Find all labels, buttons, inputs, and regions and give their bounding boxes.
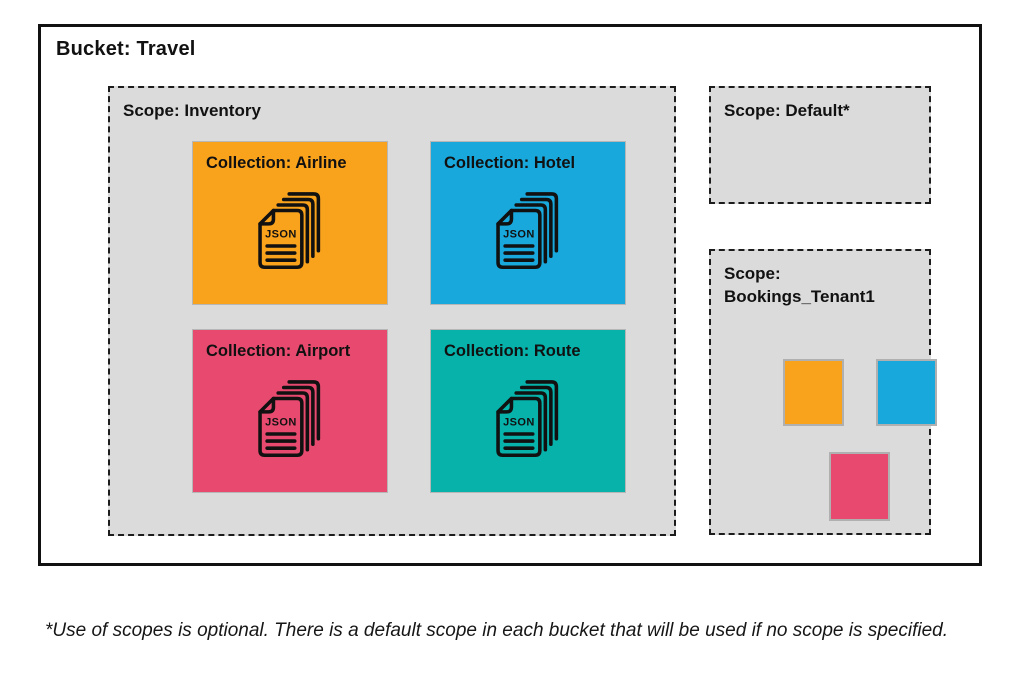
json-icon-label: JSON <box>503 416 535 428</box>
bucket-title: Bucket: Travel <box>56 38 196 60</box>
bookings-hotel-square <box>876 359 937 426</box>
collection-route-title: Collection: Route <box>444 342 581 360</box>
bucket-travel-box: Bucket: Travel Scope: Inventory Collecti… <box>38 24 982 566</box>
json-icon-label: JSON <box>503 228 535 240</box>
json-doc-icon: JSON <box>193 378 387 460</box>
scope-default-box: Scope: Default* <box>709 86 931 204</box>
json-icon-label: JSON <box>265 228 297 240</box>
bookings-airport-square <box>829 452 890 521</box>
json-doc-icon: JSON <box>431 190 625 272</box>
collection-hotel-title: Collection: Hotel <box>444 154 576 172</box>
collection-airline-box: Collection: Airline JSON <box>192 141 388 305</box>
collection-airport-box: Collection: Airport JSON <box>192 329 388 493</box>
collection-airport-title: Collection: Airport <box>206 342 351 360</box>
scope-bookings-tenant1-title: Scope: Bookings_Tenant1 <box>724 264 875 306</box>
scope-default-title: Scope: Default* <box>724 101 850 120</box>
scope-bookings-tenant1-box: Scope: Bookings_Tenant1 <box>709 249 937 535</box>
json-doc-icon: JSON <box>431 378 625 460</box>
collection-route-box: Collection: Route JSON <box>430 329 626 493</box>
scope-inventory-box: Scope: Inventory Collection: Airline JSO… <box>108 86 676 536</box>
json-icon-label: JSON <box>265 416 297 428</box>
json-doc-icon: JSON <box>193 190 387 272</box>
bookings-airline-square <box>783 359 844 426</box>
scope-inventory-title: Scope: Inventory <box>123 101 261 120</box>
collection-hotel-box: Collection: Hotel JSON <box>430 141 626 305</box>
collection-airline-title: Collection: Airline <box>206 154 347 172</box>
scopes-footnote: *Use of scopes is optional. There is a d… <box>45 620 949 641</box>
